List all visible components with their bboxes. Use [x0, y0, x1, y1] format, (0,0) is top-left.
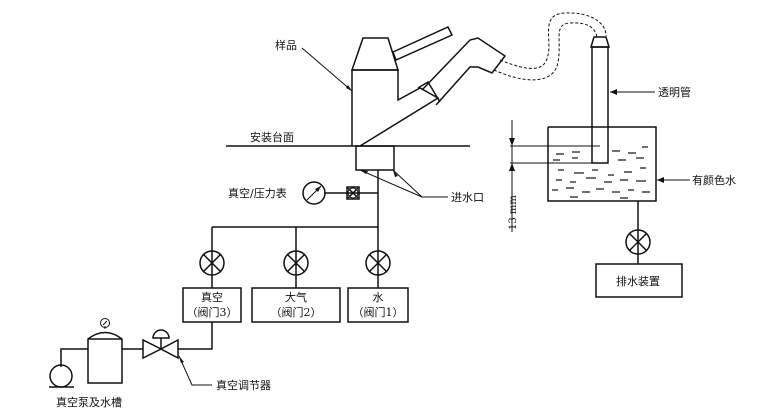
drain-device-label: 排水装置 [616, 274, 660, 288]
faucet-body [351, 69, 440, 147]
inlet-arrowhead-1 [360, 170, 368, 174]
valve3-name: 真空 [201, 290, 223, 304]
vacuum-pump-icon [49, 364, 74, 388]
faucet-lever [392, 26, 454, 62]
dimension-13mm: 13 mm [508, 120, 600, 232]
clear-tube-arrowhead [610, 89, 617, 95]
inlet-leader-1 [359, 169, 423, 198]
vacuum-line [178, 322, 213, 350]
sample-arrowhead [346, 85, 352, 91]
sample-label: 样品 [275, 38, 297, 52]
gauge-isolation-valve-icon [346, 186, 360, 200]
valve1-name: 水 [373, 291, 384, 304]
vacuum-pressure-gauge-icon [302, 181, 326, 205]
drain-device-box [595, 263, 683, 298]
vacuum-regulator-icon[interactable] [142, 329, 179, 360]
water-tank-icon [87, 318, 123, 384]
flexible-hose [493, 12, 607, 81]
water-dashes [552, 146, 650, 199]
mounting-surface-label: 安装台面 [250, 130, 294, 144]
valve2-icon[interactable] [283, 250, 309, 276]
faucet-spout-collar [417, 80, 441, 103]
dimension-label: 13 mm [508, 195, 519, 230]
faucet-cap [350, 37, 400, 71]
colored-water-label: 有颜色水 [692, 173, 736, 187]
drain-valve-icon [625, 229, 651, 255]
regulator-leader [178, 355, 212, 386]
clear-tube [589, 36, 611, 164]
faucet-sample [350, 26, 507, 171]
gauge-label: 真空/压力表 [228, 186, 287, 200]
colored-water-container [547, 126, 657, 202]
valve2-tag: （阀门2） [271, 305, 322, 319]
colored-water-arrowhead [657, 177, 664, 183]
pump-tank-label: 真空泵及水槽 [56, 395, 122, 409]
valve1-tag: （阀门1） [353, 305, 404, 319]
valve3-icon[interactable] [199, 250, 225, 276]
valve2-name: 大气 [285, 290, 307, 304]
inlet-arrowhead-2 [393, 170, 398, 177]
inlet-label: 进水口 [451, 191, 484, 204]
valve1-box[interactable] [347, 287, 409, 323]
regulator-arrowhead [179, 356, 184, 363]
clear-tube-label: 透明管 [658, 85, 691, 99]
tube-cap [589, 36, 611, 48]
faucet-spout [421, 37, 507, 106]
faucet-inlet-block [355, 145, 395, 171]
valve2-box[interactable] [251, 287, 341, 323]
valve1-icon[interactable] [365, 250, 391, 276]
regulator-label: 真空调节器 [216, 378, 271, 392]
sample-leader [301, 47, 353, 92]
inlet-leader-2 [392, 169, 423, 198]
pump-to-tank-line [60, 348, 88, 367]
valve3-tag: （阀门3） [187, 305, 238, 319]
